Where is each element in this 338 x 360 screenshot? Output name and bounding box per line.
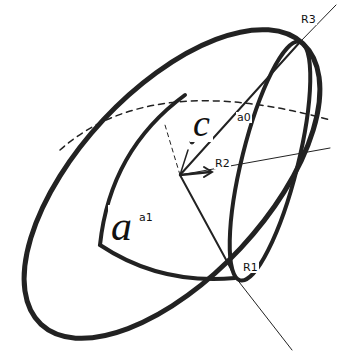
axis-line [165,125,180,175]
vector-arrow [180,150,188,175]
section-arc [100,95,235,279]
axis-line [300,5,336,42]
axis-letter: a [108,205,135,247]
vector-arrow [180,172,210,175]
radius-label: R3 [300,14,317,25]
meridian-ellipse [213,35,327,287]
radius-label: R1 [242,262,259,273]
axis-line [180,42,300,175]
axis-line [236,278,292,350]
axis-line [180,175,236,278]
radius-label: R2 [214,158,231,169]
arrow-head [204,167,212,177]
angle-label: a0 [236,112,252,123]
axis-line [180,148,330,175]
angle-label: a1 [138,212,154,223]
axis-letter: c [190,104,213,142]
hidden-section [60,101,330,150]
